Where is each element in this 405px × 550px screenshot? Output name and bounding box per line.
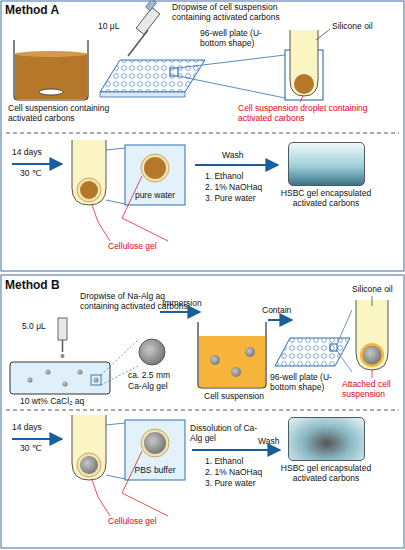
step-label: 1. Ethanol — [205, 172, 243, 182]
leader-line — [372, 370, 373, 378]
step-label: Immersion — [162, 299, 202, 309]
step-note: Dropwise of cell suspension containing a… — [172, 3, 290, 22]
calcium-tray — [10, 362, 110, 394]
panel-frame — [1, 1, 404, 271]
panel-frame — [1, 275, 404, 548]
pbs-box — [125, 420, 185, 480]
well-tube — [285, 30, 323, 100]
part-label: Silicone oil — [352, 285, 393, 295]
beaker — [14, 40, 88, 100]
callout-label: Attached cell suspension — [342, 380, 402, 399]
callout-label: Cell suspension droplet containing activ… — [238, 104, 398, 123]
step-label: 2. 1% NaOHaq — [205, 468, 262, 478]
part-label: Ca-Alg gel — [128, 382, 168, 392]
step-label: 3. Pure water — [205, 194, 256, 204]
product-node: HSBC gel encapsulated activated carbons — [270, 417, 382, 483]
well-plate — [275, 338, 350, 366]
leader-line — [316, 29, 330, 40]
method-title: Method B — [5, 279, 60, 292]
pipette — [58, 318, 67, 358]
node-text: HSBC gel encapsulated activated carbons — [270, 189, 382, 208]
water-box — [125, 145, 185, 205]
step-label: Dissolution of Ca-Alg gel — [190, 424, 268, 443]
leader-line — [92, 480, 110, 516]
part-label: 96-well plate (U-bottom shape) — [270, 373, 340, 392]
condition-label: 30 ℃ — [20, 169, 41, 179]
leader-line — [122, 176, 168, 241]
step-label: 3. Pure water — [205, 479, 256, 489]
part-label: 96-well plate (U-bottom shape) — [200, 29, 268, 48]
pipette — [128, 0, 160, 56]
leader-line — [372, 296, 373, 306]
volume-label: 5.0 μL — [22, 322, 46, 332]
condition-label: 14 days — [12, 423, 42, 433]
volume-label: 10 μL — [98, 22, 119, 32]
separator — [6, 410, 399, 411]
part-label: Cell suspension containing activated car… — [8, 104, 118, 123]
callout-label: Cellulose gel — [108, 242, 157, 252]
separator — [6, 133, 399, 134]
hsbc-gel-box — [288, 417, 365, 461]
part-label: Cell suspension — [204, 392, 264, 402]
part-label: pure water — [127, 191, 183, 201]
well-tube — [72, 415, 106, 480]
ca-alg-bead — [139, 339, 165, 365]
hsbc-gel-box — [288, 142, 365, 186]
step-label: 2. 1% NaOHaq — [205, 183, 262, 193]
leader-line — [300, 96, 303, 102]
step-label: Wash — [258, 437, 279, 447]
step-label: Contain — [262, 306, 291, 316]
condition-label: 14 days — [12, 148, 42, 158]
beaker — [198, 322, 266, 388]
part-label: PBS buffer — [127, 466, 183, 476]
well-tube — [356, 300, 388, 370]
callout-label: Cellulose gel — [108, 517, 157, 527]
part-label: 10 wt% CaCl₂ aq — [20, 397, 84, 407]
dimension-label: ca. 2.5 mm — [128, 371, 170, 381]
leader-line — [122, 451, 168, 516]
leader-line — [92, 205, 110, 241]
step-label: Wash — [222, 151, 243, 161]
method-title: Method A — [5, 4, 59, 17]
node-text: HSBC gel encapsulated activated carbons — [270, 464, 382, 483]
product-node: HSBC gel encapsulated activated carbons — [270, 142, 382, 208]
well-tube — [72, 140, 106, 205]
part-label: Silicone oil — [332, 22, 373, 32]
step-label: 1. Ethanol — [205, 457, 243, 467]
condition-label: 30 ℃ — [20, 444, 41, 454]
